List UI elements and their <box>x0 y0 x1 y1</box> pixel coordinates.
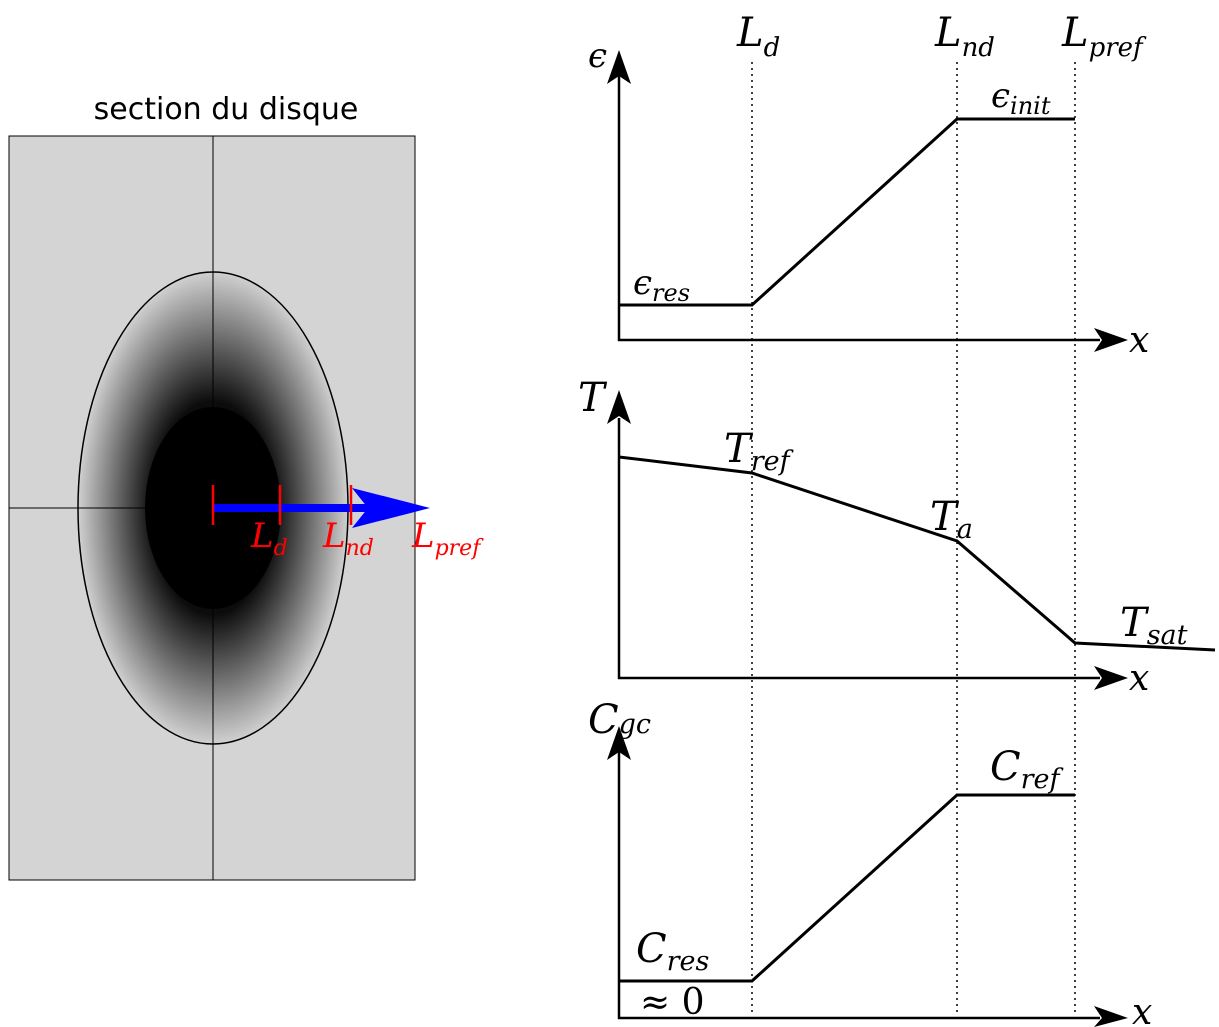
cgc-ref-label: Cref <box>990 744 1063 795</box>
epsilon-y-label: ϵ <box>588 36 607 76</box>
section-title: section du disque <box>94 92 359 127</box>
temperature-ref-label: Tref <box>724 426 794 477</box>
cgc-plot: Cgc x Cref Cres ≈ 0 <box>588 697 1152 1027</box>
epsilon-res-label: ϵres <box>633 263 690 307</box>
epsilon-x-label: x <box>1129 320 1149 361</box>
cgc-x-arrowhead <box>1094 1006 1128 1027</box>
temperature-y-label: T <box>578 375 608 421</box>
epsilon-curve <box>619 119 1075 305</box>
temperature-sat-label: Tsat <box>1120 600 1188 651</box>
temperature-a-label: Ta <box>930 494 973 545</box>
cgc-y-label: Cgc <box>588 697 651 743</box>
cgc-x-label: x <box>1132 992 1152 1027</box>
cgc-res-label: Cres <box>636 926 709 977</box>
top-label-ld: Ld <box>736 10 780 63</box>
epsilon-plot: ϵ x ϵres ϵinit <box>588 36 1149 361</box>
temperature-plot: T x Tref Ta Tsat <box>578 375 1215 699</box>
top-label-lnd: Lnd <box>934 10 995 63</box>
temperature-x-label: x <box>1129 658 1149 699</box>
section-label-lpref: Lpref <box>411 516 484 561</box>
epsilon-init-label: ϵinit <box>991 76 1051 120</box>
top-label-lpref: Lpref <box>1061 10 1147 63</box>
cgc-approx-zero-label: ≈ 0 <box>640 982 705 1023</box>
